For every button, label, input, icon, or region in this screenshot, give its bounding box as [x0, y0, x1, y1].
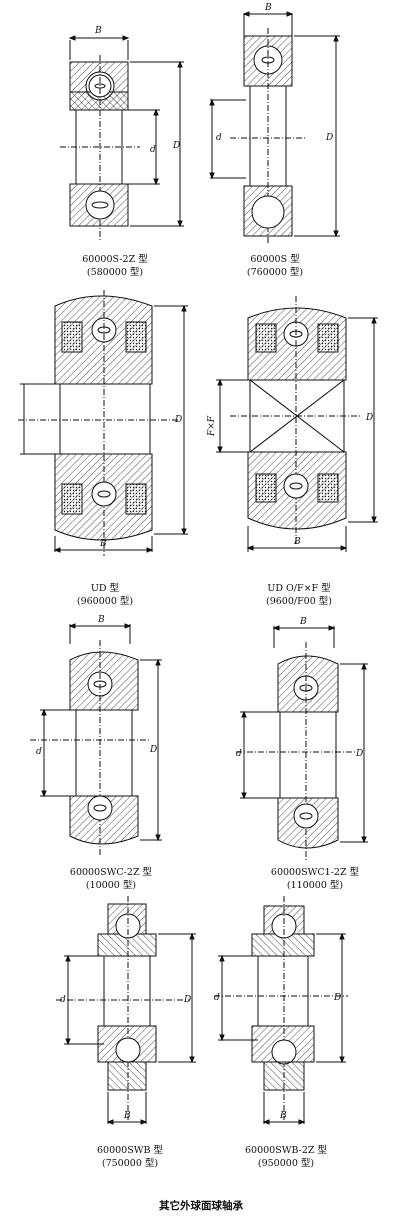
bearing-drawing-2: [210, 12, 340, 244]
caption-model: 60000SWC1-2Z 型: [270, 867, 360, 878]
caption-model: 60000S-2Z 型: [82, 254, 148, 265]
dim-b-1: B: [94, 26, 102, 36]
caption-code: (760000 型): [246, 267, 304, 278]
dim-D-7: D: [183, 995, 191, 1005]
caption-6: 60000SWC1-2Z 型 (110000 型): [250, 866, 380, 892]
dim-b-3: B: [99, 539, 107, 549]
bearing-drawing-3: [18, 290, 188, 556]
figure-caption: 其它外球面球轴承: [159, 1200, 243, 1212]
dim-b-4: B: [293, 537, 301, 547]
caption-code: (110000 型): [286, 880, 344, 891]
bearing-drawing-5: [30, 624, 162, 856]
dim-D-8: D: [333, 993, 341, 1003]
caption-2: 60000S 型 (760000 型): [220, 253, 330, 279]
dim-D-5: D: [149, 745, 157, 755]
caption-1: 60000S-2Z 型 (580000 型): [60, 253, 170, 279]
caption-model: UD 型: [90, 583, 120, 594]
bearing-drawing-4: [216, 296, 378, 552]
dim-d-1: d: [150, 145, 156, 155]
caption-model: 60000SWB 型: [97, 1145, 163, 1156]
caption-code: (750000 型): [101, 1158, 159, 1169]
caption-code: (960000 型): [76, 596, 134, 607]
dim-D-4: D: [365, 413, 373, 423]
dim-D-3: D: [174, 415, 182, 425]
dim-b-7: B: [123, 1111, 131, 1121]
bearing-drawing-6: [236, 626, 368, 860]
bearing-drawing-1: [60, 36, 184, 240]
caption-code: (10000 型): [85, 880, 137, 891]
caption-model: 60000SWC-2Z 型: [69, 867, 153, 878]
caption-7: 60000SWB 型 (750000 型): [70, 1144, 190, 1170]
dim-d-2: d: [216, 133, 222, 143]
dim-b-5: B: [97, 615, 105, 625]
caption-code: (580000 型): [86, 267, 144, 278]
caption-code: (9600/F00 型): [266, 596, 332, 607]
bearing-drawing-7: [56, 896, 196, 1124]
dim-d-7: d: [60, 995, 66, 1005]
caption-code: (950000 型): [257, 1158, 315, 1169]
dim-b-6: B: [299, 617, 307, 627]
caption-model: UD O/F×F 型: [267, 583, 331, 594]
dim-d-5: d: [36, 747, 42, 757]
bearing-drawing-8: [214, 896, 348, 1124]
caption-3: UD 型 (960000 型): [50, 582, 160, 608]
caption-model: 60000SWB-2Z 型: [244, 1145, 328, 1156]
dim-d-8: d: [214, 993, 220, 1003]
caption-5: 60000SWC-2Z 型 (10000 型): [46, 866, 176, 892]
dim-D-1: D: [172, 141, 180, 151]
caption-8: 60000SWB-2Z 型 (950000 型): [226, 1144, 346, 1170]
dim-b-8: B: [279, 1111, 287, 1121]
dim-D-2: D: [325, 133, 333, 143]
caption-4: UD O/F×F 型 (9600/F00 型): [234, 582, 364, 608]
dim-D-6: D: [355, 749, 363, 759]
caption-model: 60000S 型: [250, 254, 300, 265]
dim-b-2: B: [264, 3, 272, 13]
dim-fxf-4: F×F: [207, 415, 217, 437]
dim-d-6: d: [236, 749, 242, 759]
